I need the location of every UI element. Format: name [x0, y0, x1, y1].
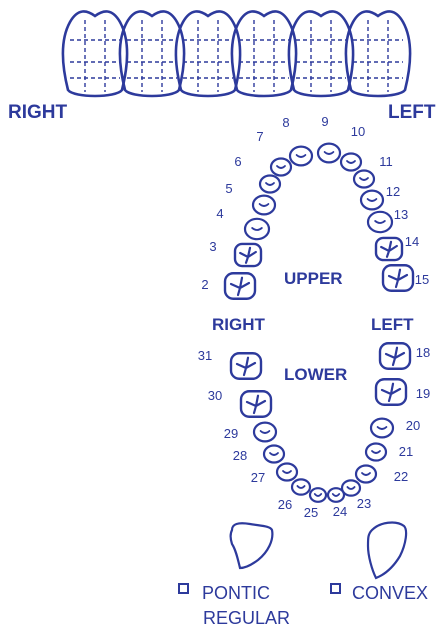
tooth-number: 13: [394, 207, 408, 222]
tooth-number: 21: [399, 444, 413, 459]
tooth-number: 22: [394, 469, 408, 484]
tooth-number: 19: [416, 386, 430, 401]
arch-tooth[interactable]: [376, 238, 402, 260]
tooth-number: 30: [208, 388, 222, 403]
arch-tooth[interactable]: [235, 244, 261, 266]
arch-tooth[interactable]: [361, 191, 383, 210]
tooth-number: 7: [256, 129, 263, 144]
arch-tooth[interactable]: [328, 488, 344, 502]
arch-tooth[interactable]: [380, 343, 410, 369]
regular-label: REGULAR: [203, 608, 290, 628]
arch-tooth[interactable]: [292, 479, 310, 494]
arch-tooth[interactable]: [371, 419, 393, 438]
tooth-number: 20: [406, 418, 420, 433]
arch-tooth[interactable]: [356, 466, 376, 483]
tooth-number: 10: [351, 124, 365, 139]
tooth-number: 31: [198, 348, 212, 363]
tooth-number: 18: [416, 345, 430, 360]
tooth-number: 12: [386, 184, 400, 199]
tooth-number: 2: [201, 277, 208, 292]
front-tooth: [232, 11, 296, 96]
tooth-number: 25: [304, 505, 318, 520]
front-tooth: [63, 11, 127, 96]
front-teeth-row: [63, 11, 410, 96]
tooth-number: 11: [379, 154, 393, 169]
front-tooth: [176, 11, 240, 96]
pontic-label: PONTIC: [202, 583, 270, 603]
arch-tooth[interactable]: [341, 154, 361, 171]
arch-tooth[interactable]: [231, 353, 261, 379]
tooth-number: 5: [225, 181, 232, 196]
arch-tooth[interactable]: [376, 379, 406, 405]
arch-tooth[interactable]: [366, 444, 386, 461]
tooth-number: 14: [405, 234, 419, 249]
tooth-number: 6: [234, 154, 241, 169]
arch-tooth[interactable]: [368, 212, 392, 232]
arch-tooth[interactable]: [241, 391, 271, 417]
tooth-number: 27: [251, 470, 265, 485]
convex-label: CONVEX: [352, 583, 428, 603]
tooth-number: 4: [216, 206, 223, 221]
arch-tooth[interactable]: [290, 147, 312, 166]
tooth-number: 15: [415, 272, 429, 287]
arch-tooth[interactable]: [277, 464, 297, 481]
tooth-number: 8: [282, 115, 289, 130]
arch-tooth[interactable]: [264, 446, 284, 463]
convex-checkbox[interactable]: [330, 583, 341, 594]
pontic-convex-shape: [368, 523, 406, 578]
arch-tooth[interactable]: [253, 196, 275, 215]
arch-tooth[interactable]: [354, 171, 374, 188]
tooth-number: 9: [321, 114, 328, 129]
arch-tooth[interactable]: [245, 219, 269, 239]
pontic-regular-shape: [231, 523, 273, 568]
arch-tooth[interactable]: [318, 144, 340, 163]
front-right-label: RIGHT: [8, 102, 68, 123]
front-tooth: [120, 11, 184, 96]
arch-tooth[interactable]: [225, 273, 255, 299]
front-tooth: [346, 11, 410, 96]
front-left-label: LEFT: [388, 102, 436, 123]
arch-tooth[interactable]: [260, 176, 280, 193]
upper-label: UPPER: [284, 269, 343, 288]
arch-right-label: RIGHT: [212, 315, 266, 334]
tooth-number: 3: [209, 239, 216, 254]
pontic-regular-checkbox[interactable]: [178, 583, 189, 594]
front-tooth: [289, 11, 353, 96]
arch-tooth[interactable]: [383, 265, 413, 291]
arch-left-label: LEFT: [371, 315, 414, 334]
lower-label: LOWER: [284, 365, 347, 384]
tooth-number: 26: [278, 497, 292, 512]
tooth-number: 29: [224, 426, 238, 441]
tooth-number: 24: [333, 504, 347, 519]
arch-tooth[interactable]: [271, 159, 291, 176]
arch-tooth[interactable]: [310, 488, 326, 502]
tooth-number: 23: [357, 496, 371, 511]
tooth-number: 28: [233, 448, 247, 463]
arch-tooth[interactable]: [254, 423, 276, 442]
